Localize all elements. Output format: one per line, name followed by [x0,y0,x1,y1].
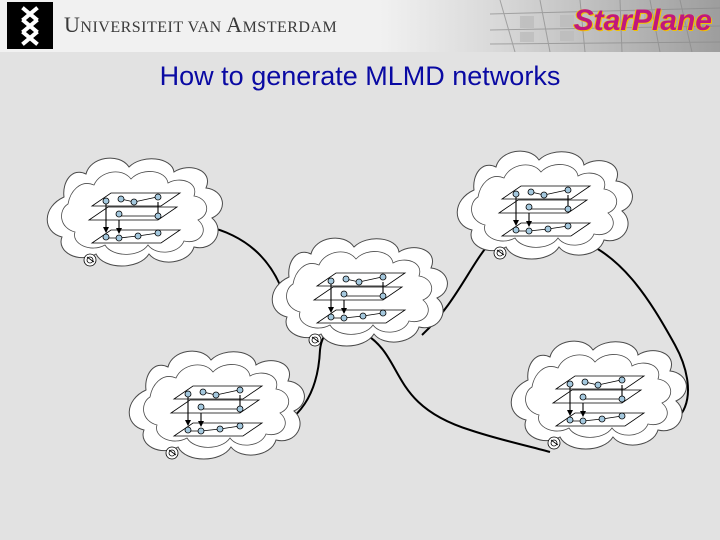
uva-logo-icon [7,2,53,49]
domain-cloud-bottom-left [129,351,304,459]
domain-cloud-center [272,238,447,346]
building-photo [380,0,720,52]
domain-cloud-top-left [47,158,222,266]
domain-cloud-bottom-right [511,341,686,449]
starplane-logo: StarPlane [573,4,712,37]
page-title: How to generate MLMD networks [159,61,561,91]
domain-cloud-top-right [457,151,632,259]
university-name: UNIVERSITEIT VAN AMSTERDAM [64,12,338,37]
slide-header: UNIVERSITEIT VAN AMSTERDAM [0,0,720,52]
